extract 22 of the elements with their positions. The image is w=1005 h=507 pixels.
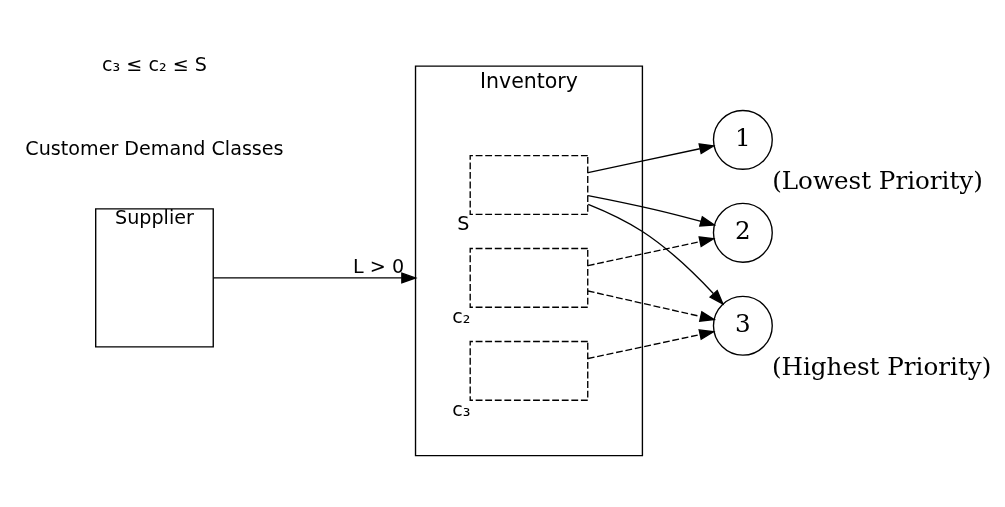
node-box [469, 247, 588, 308]
arrow [586, 328, 716, 359]
arrow [586, 142, 716, 173]
node-label: c₃ [451, 397, 470, 421]
node-label: c₂ [451, 304, 470, 328]
arrow [586, 194, 716, 227]
node-circle: 3 [712, 295, 773, 356]
arrow [587, 203, 724, 305]
arrow [586, 289, 716, 322]
node-label: S [456, 211, 469, 235]
node-label: (Lowest Priority) [771, 165, 983, 195]
node-box [469, 154, 588, 215]
arrow [212, 271, 418, 284]
node-circle: 1 [712, 109, 773, 170]
node-box [469, 340, 588, 401]
node-label: (Highest Priority) [771, 351, 991, 381]
node-box: Supplier [94, 207, 214, 348]
arrow [586, 235, 716, 266]
node-circle: 2 [712, 202, 773, 263]
label: Customer Demand Classes [24, 136, 284, 159]
edge-label: L > 0 [352, 254, 404, 278]
label: c₃ ≤ c₂ ≤ S [101, 52, 207, 76]
